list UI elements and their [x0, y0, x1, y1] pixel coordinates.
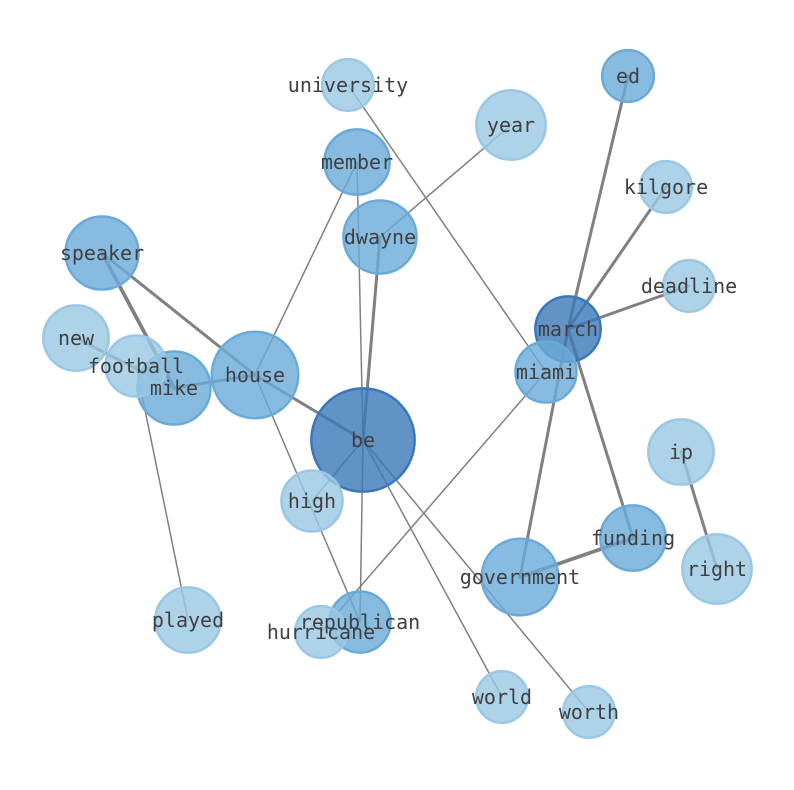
node-label-funding: funding	[591, 526, 675, 550]
node-ip[interactable]	[647, 418, 715, 486]
node-label-dwayne: dwayne	[344, 225, 416, 249]
node-hurricane[interactable]	[293, 604, 349, 660]
node-label-speaker: speaker	[60, 241, 144, 265]
node-worth[interactable]	[561, 684, 617, 740]
edge-march-funding	[566, 327, 635, 540]
node-label-kilgore: kilgore	[624, 175, 708, 199]
node-label-played: played	[152, 608, 224, 632]
node-label-university: university	[288, 73, 408, 97]
node-miami[interactable]	[514, 340, 578, 404]
node-label-worth: worth	[559, 700, 619, 724]
node-house[interactable]	[210, 330, 300, 420]
edge-march-ed	[566, 74, 630, 331]
node-football[interactable]	[104, 334, 168, 398]
node-label-ed: ed	[616, 64, 640, 88]
node-funding[interactable]	[599, 504, 667, 572]
node-university[interactable]	[320, 57, 376, 113]
node-label-deadline: deadline	[641, 274, 737, 298]
node-label-high: high	[288, 489, 336, 513]
node-kilgore[interactable]	[638, 159, 694, 215]
node-label-mike: mike	[150, 376, 198, 400]
node-label-ip: ip	[669, 440, 693, 464]
node-layer	[42, 48, 753, 740]
node-deadline[interactable]	[661, 258, 717, 314]
node-high[interactable]	[280, 469, 344, 533]
node-label-hurricane: hurricane	[267, 620, 375, 644]
node-ed[interactable]	[600, 48, 656, 104]
node-right[interactable]	[681, 533, 753, 605]
node-be[interactable]	[310, 387, 416, 493]
node-played[interactable]	[154, 586, 222, 654]
node-member[interactable]	[323, 128, 391, 196]
node-label-government: government	[460, 565, 580, 589]
node-year[interactable]	[475, 89, 547, 161]
node-speaker[interactable]	[64, 215, 140, 291]
node-label-house: house	[225, 363, 285, 387]
node-government[interactable]	[480, 537, 560, 617]
label-layer: be house government speaker dwayne mike right y…	[58, 64, 747, 724]
edge-be-worth	[362, 439, 590, 713]
node-world[interactable]	[474, 669, 530, 725]
node-new[interactable]	[42, 304, 110, 372]
node-label-member: member	[321, 150, 393, 174]
node-label-new: new	[58, 326, 95, 350]
edge-miami-hurricane	[320, 371, 547, 633]
node-dwayne[interactable]	[342, 199, 418, 275]
node-label-be: be	[351, 428, 375, 452]
node-label-miami: miami	[516, 360, 576, 384]
node-label-football: football	[88, 354, 184, 378]
node-label-republican: republican	[300, 610, 420, 634]
node-label-year: year	[487, 113, 535, 137]
node-label-world: world	[472, 685, 532, 709]
edge-university-miami	[347, 84, 547, 373]
node-label-right: right	[687, 557, 747, 581]
node-label-march: march	[538, 317, 598, 341]
